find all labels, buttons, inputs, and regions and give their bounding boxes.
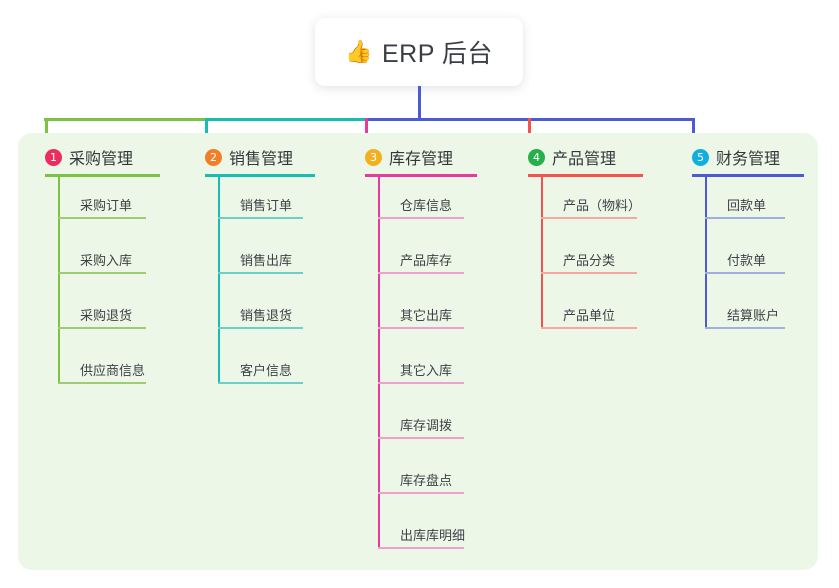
tree-leaf-rule: [541, 272, 637, 274]
column-header-rule: [692, 174, 804, 177]
tree-leaf-label: 产品分类: [563, 253, 616, 268]
tree-leaf-label: 其它出库: [400, 308, 453, 323]
tree-leaf-label: 仓库信息: [400, 198, 453, 213]
tree-leaf-label: 销售订单: [240, 198, 293, 213]
thumbs-up-icon: 👍: [345, 39, 373, 64]
tree-leaf-rule: [218, 382, 303, 384]
tree-leaf-rule: [378, 217, 464, 219]
tree-leaf-rule: [378, 327, 464, 329]
column-header-label: 采购管理: [69, 151, 134, 168]
tree-leaf-rule: [541, 217, 637, 219]
column-header-库存管理[interactable]: 3 库存管理: [365, 145, 453, 169]
tree-leaf-rule: [705, 327, 785, 329]
column-header-label: 产品管理: [552, 151, 617, 168]
column-index-badge: 1: [45, 148, 62, 166]
tree-leaf-label: 出库库明细: [400, 528, 466, 543]
tree-leaf-rule: [58, 217, 146, 219]
column-index-badge: 2: [205, 148, 222, 166]
tree-leaf-rule: [378, 547, 464, 549]
tree-leaf-label: 其它入库: [400, 363, 453, 378]
tree-leaf-rule: [378, 272, 464, 274]
column-header-rule: [528, 174, 643, 177]
tree-leaf-label: 回款单: [727, 198, 767, 213]
tree-leaf-rule: [58, 272, 146, 274]
tree-leaf-label: 产品单位: [563, 308, 616, 323]
bus-segment-2: [205, 118, 367, 121]
tree-leaf-label: 供应商信息: [80, 363, 146, 378]
column-index-badge: 4: [528, 148, 545, 166]
column-header-label: 财务管理: [716, 151, 781, 168]
tree-leaf-label: 结算账户: [727, 308, 780, 323]
column-header-采购管理[interactable]: 1 采购管理: [45, 145, 133, 169]
column-index-badge: 5: [692, 148, 709, 166]
column-header-rule: [205, 174, 315, 177]
column-header-rule: [365, 174, 477, 177]
column-spine: [58, 177, 60, 382]
column-header-财务管理[interactable]: 5 财务管理: [692, 145, 780, 169]
column-header-label: 销售管理: [229, 151, 294, 168]
tree-leaf-rule: [218, 327, 303, 329]
tree-leaf-rule: [378, 382, 464, 384]
column-spine: [378, 177, 380, 547]
column-header-产品管理[interactable]: 4 产品管理: [528, 145, 616, 169]
tree-leaf-rule: [378, 437, 464, 439]
tree-leaf-label: 付款单: [727, 253, 767, 268]
root-node-erp-backend[interactable]: 👍 ERP 后台: [315, 18, 523, 86]
tree-leaf-rule: [541, 327, 637, 329]
root-node-label: ERP 后台: [382, 40, 493, 68]
tree-leaf-rule: [58, 327, 146, 329]
tree-leaf-label: 客户信息: [240, 363, 293, 378]
bus-segment-1: [44, 118, 206, 121]
column-spine: [705, 177, 707, 327]
column-header-label: 库存管理: [389, 151, 454, 168]
root-node-title: 👍 ERP 后台: [345, 34, 493, 70]
tree-leaf-rule: [218, 217, 303, 219]
tree-leaf-label: 库存盘点: [400, 473, 453, 488]
tree-leaf-label: 产品库存: [400, 253, 453, 268]
tree-leaf-label: 采购退货: [80, 308, 133, 323]
tree-leaf-label: 销售出库: [240, 253, 293, 268]
tree-leaf-rule: [218, 272, 303, 274]
column-index-badge: 3: [365, 148, 382, 166]
tree-panel: 1 采购管理采购订单采购入库采购退货供应商信息 2 销售管理销售订单销售出库销售退货客…: [18, 133, 818, 570]
tree-leaf-label: 产品（物料）: [563, 198, 642, 213]
tree-leaf-rule: [58, 382, 146, 384]
root-drop-connector: [418, 86, 421, 121]
column-header-销售管理[interactable]: 2 销售管理: [205, 145, 293, 169]
tree-leaf-label: 采购订单: [80, 198, 133, 213]
tree-leaf-label: 库存调拨: [400, 418, 453, 433]
column-spine: [541, 177, 543, 327]
tree-leaf-label: 销售退货: [240, 308, 293, 323]
tree-leaf-label: 采购入库: [80, 253, 133, 268]
column-header-rule: [45, 174, 160, 177]
tree-leaf-rule: [378, 492, 464, 494]
tree-leaf-rule: [705, 217, 785, 219]
tree-leaf-rule: [705, 272, 785, 274]
column-spine: [218, 177, 220, 382]
